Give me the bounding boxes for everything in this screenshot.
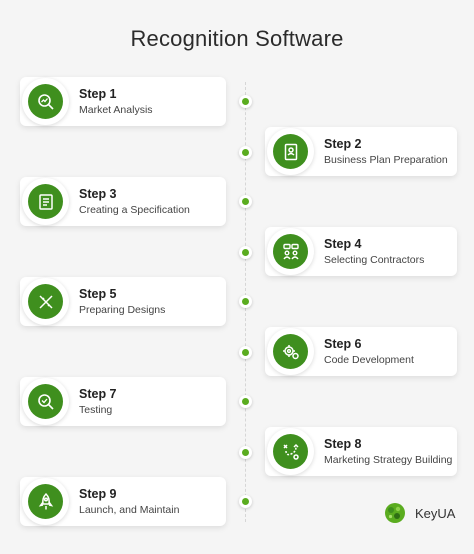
step-card-3: Step 3 Creating a Specification xyxy=(20,177,226,226)
step-card-6: Step 6 Code Development xyxy=(265,327,457,376)
step-label: Step 1 xyxy=(79,87,117,101)
timeline-dot-2 xyxy=(239,146,252,159)
step-description: Selecting Contractors xyxy=(324,254,425,266)
timeline-dot-8 xyxy=(239,446,252,459)
step-label: Step 9 xyxy=(79,487,117,501)
pencil-ruler-icon xyxy=(28,284,63,319)
brand-logo: KeyUA xyxy=(383,500,455,526)
step-description: Code Development xyxy=(324,354,414,366)
step-card-2: Step 2 Business Plan Preparation xyxy=(265,127,457,176)
timeline-dot-9 xyxy=(239,495,252,508)
timeline-dot-3 xyxy=(239,195,252,208)
step-label: Step 3 xyxy=(79,187,117,201)
step-card-1: Step 1 Market Analysis xyxy=(20,77,226,126)
step-label: Step 4 xyxy=(324,237,362,251)
step-description: Testing xyxy=(79,404,113,416)
people-meeting-icon xyxy=(273,234,308,269)
step-label: Step 2 xyxy=(324,137,362,151)
step-card-4: Step 4 Selecting Contractors xyxy=(265,227,457,276)
timeline-dot-7 xyxy=(239,395,252,408)
step-label: Step 6 xyxy=(324,337,362,351)
step-card-7: Step 7 Testing xyxy=(20,377,226,426)
step-description: Launch, and Maintain xyxy=(79,504,180,516)
step-label: Step 8 xyxy=(324,437,362,451)
timeline-dot-1 xyxy=(239,95,252,108)
step-card-9: Step 9 Launch, and Maintain xyxy=(20,477,226,526)
step-description: Marketing Strategy Building xyxy=(324,454,453,466)
brand-name: KeyUA xyxy=(415,505,456,521)
magnifier-check-icon xyxy=(28,384,63,419)
keyua-logo-icon xyxy=(385,503,405,523)
rocket-icon xyxy=(28,484,63,519)
step-label: Step 7 xyxy=(79,387,117,401)
timeline-dot-6 xyxy=(239,346,252,359)
step-description: Market Analysis xyxy=(79,104,153,116)
step-description: Preparing Designs xyxy=(79,304,166,316)
step-card-5: Step 5 Preparing Designs xyxy=(20,277,226,326)
step-description: Creating a Specification xyxy=(79,204,190,216)
magnifier-chart-icon xyxy=(28,84,63,119)
step-card-8: Step 8 Marketing Strategy Building xyxy=(265,427,457,476)
step-label: Step 5 xyxy=(79,287,117,301)
timeline-dot-4 xyxy=(239,246,252,259)
gears-icon xyxy=(273,334,308,369)
document-plan-icon xyxy=(273,134,308,169)
page-title: Recognition Software xyxy=(130,26,344,51)
timeline-dot-5 xyxy=(239,295,252,308)
step-description: Business Plan Preparation xyxy=(324,154,448,166)
specification-sheet-icon xyxy=(28,184,63,219)
strategy-path-icon xyxy=(273,434,308,469)
